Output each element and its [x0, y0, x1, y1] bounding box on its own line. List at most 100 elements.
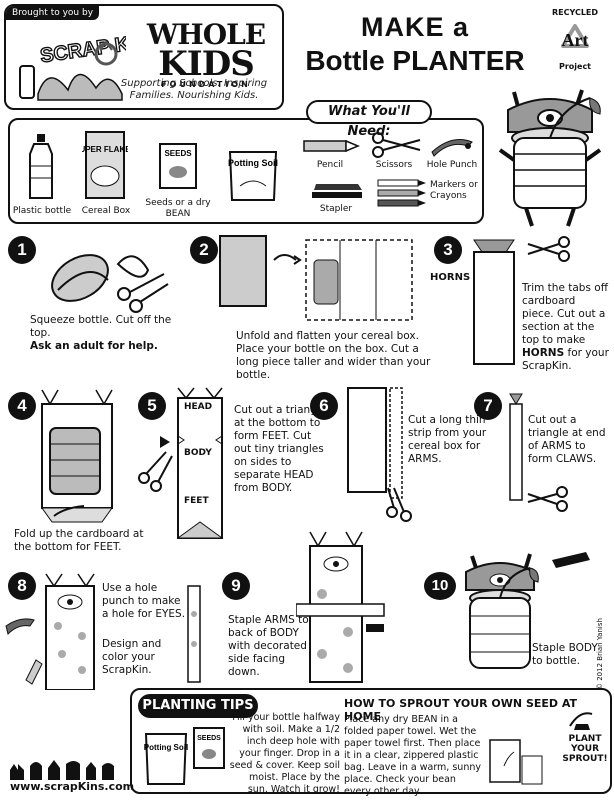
step-4-text: Fold up the cardboard at the bottom for …	[14, 528, 144, 553]
supply-label-scissors: Scissors	[375, 160, 413, 170]
title-line-1: MAKE a	[360, 12, 469, 42]
step-2-illustration	[219, 235, 413, 321]
tips-seeds-text: SEEDS	[197, 735, 221, 742]
step-2-number: 2	[190, 236, 218, 264]
step-10-illustration	[465, 552, 590, 669]
page-title: MAKE a Bottle PLANTER	[300, 10, 530, 78]
sprout-text: Place any dry BEAN in a folded paper tow…	[344, 714, 481, 797]
plant-word-1: PLANT	[568, 734, 602, 744]
step-10-text: Staple BODY to bottle.	[532, 642, 598, 667]
supply-label-seeds: Seeds or a dry BEAN	[145, 198, 211, 219]
pencil-icon	[303, 139, 360, 153]
step-8-number: 8	[8, 572, 36, 600]
wk-word-whole: WHOLE	[146, 18, 266, 51]
monster-planter-illustration-top	[498, 89, 602, 227]
cereal-name: SUPER FLAKES	[82, 145, 128, 154]
step-1-warning: Ask an adult for help.	[30, 340, 158, 352]
step-5-illustration	[176, 387, 224, 539]
wk-word-foundation: FOUNDATION	[161, 80, 251, 89]
copyright-notice: © 2012 Brian Yanish	[596, 560, 608, 690]
step-3-horns-word: HORNS	[522, 347, 565, 359]
step-5-text: Cut out a triangle at the bottom to form…	[234, 404, 327, 494]
step-5-number: 5	[138, 392, 166, 420]
supply-label-bottle: Plastic bottle	[12, 206, 72, 216]
step-5-scissors-icon	[138, 436, 173, 492]
step-3-horns-label: HORNS	[430, 272, 471, 283]
markers-icon	[377, 179, 426, 207]
step-3-number: 3	[434, 236, 462, 264]
recycled-label: RECYCLED	[551, 8, 599, 17]
step-1-body: Squeeze bottle. Cut off the top.	[30, 314, 172, 339]
whole-kids-logo: WHOLE KIDS FOUNDATION	[136, 18, 276, 90]
step-3-illustration	[473, 239, 515, 365]
planting-tips-title: PLANTING TIPS	[138, 694, 258, 718]
brought-by-label: Brought to you by	[6, 6, 100, 20]
step-5-body-label: BODY	[184, 448, 212, 458]
plant-word-2: YOUR	[570, 744, 600, 754]
step-10-number: 10	[424, 572, 456, 600]
seeds-packet-icon: SEEDS	[159, 143, 197, 189]
potting-soil-icon: Potting Soil	[228, 151, 278, 201]
plant-your-sprout: PLANT YOUR SPROUT!	[560, 734, 610, 764]
title-line-2: Bottle PLANTER	[305, 45, 525, 76]
cereal-box-icon: SUPER FLAKES	[82, 131, 128, 199]
sprout-plant-icon	[569, 712, 593, 730]
step-7-illustration	[509, 393, 568, 512]
soil-bag-text: Potting Soil	[228, 158, 278, 168]
plastic-bottle-icon	[29, 134, 53, 199]
supply-label-hole-punch: Hole Punch	[426, 160, 478, 170]
tips-soil-seeds-illustration: Potting Soil SEEDS	[144, 727, 225, 785]
seeds-packet-label: SEEDS	[164, 149, 192, 158]
sprout-bag-illustration	[489, 739, 543, 785]
step-4-number: 4	[8, 392, 36, 420]
step-7-number: 7	[474, 392, 502, 420]
step-6-illustration	[347, 387, 412, 522]
step-7-text: Cut out a triangle at end of ARMS to for…	[528, 414, 606, 465]
step-1-illustration	[51, 254, 169, 313]
hole-punch-icon	[431, 139, 473, 157]
tips-text: Fill your bottle halfway with soil. Make…	[229, 712, 340, 795]
step-2-text: Unfold and flatten your cereal box. Plac…	[236, 330, 431, 381]
step-8-text-a: Use a hole punch to make a hole for EYES…	[102, 582, 186, 620]
step-3-body-b: for your ScrapKin.	[522, 347, 609, 372]
scrapkins-logo: SCRAP KINS	[19, 32, 126, 101]
step-9-illustration	[296, 531, 385, 683]
tips-soil-text: Potting Soil	[144, 743, 188, 752]
step-6-text: Cut a long thin strip from your cereal b…	[408, 414, 487, 465]
supply-label-cereal: Cereal Box	[81, 206, 131, 216]
stapler-icon	[312, 184, 362, 198]
step-9-number: 9	[222, 572, 250, 600]
step-9-text: Staple ARMS to back of BODY with decorat…	[228, 614, 309, 678]
supply-label-pencil: Pencil	[316, 160, 344, 170]
recycle-icon	[561, 24, 589, 48]
project-label: Project	[558, 62, 592, 71]
step-8-arm-strip	[187, 585, 201, 683]
supply-label-markers: Markers or Crayons	[430, 180, 478, 201]
supplies-panel: Plastic bottle SUPER FLAKES Cereal Box S…	[8, 118, 484, 224]
step-1-text: Squeeze bottle. Cut off the top. Ask an …	[30, 314, 180, 353]
sprout-title: HOW TO SPROUT YOUR OWN SEED AT HOME	[344, 697, 578, 723]
step-4-illustration	[41, 389, 113, 523]
website-link[interactable]: www.scrapKins.com	[10, 780, 135, 793]
step-1-number: 1	[8, 236, 36, 264]
scrapkins-characters-silhouette	[10, 760, 114, 780]
scissors-icon	[372, 132, 421, 158]
what-youll-need-heading: What You'll Need:	[306, 100, 432, 139]
step-8-text-b: Design and color your ScrapKin.	[102, 638, 162, 676]
sponsor-panel: Brought to you by SCRAP KINS WHOLE KIDS …	[4, 4, 284, 110]
plant-word-3: SPROUT!	[562, 754, 608, 764]
step-6-number: 6	[310, 392, 338, 420]
step-3-body-a: Trim the tabs off cardboard piece. Cut o…	[522, 282, 608, 346]
tagline: Supporting Schools. Inspiring Families. …	[120, 78, 268, 101]
step-3-text: Trim the tabs off cardboard piece. Cut o…	[522, 282, 610, 373]
supply-label-stapler: Stapler	[319, 204, 353, 214]
copyright-text: © 2012 Brian Yanish	[596, 618, 604, 690]
step-8-illustration	[5, 573, 95, 690]
planting-tips-panel	[130, 688, 612, 794]
art-label: Art	[561, 30, 589, 50]
step-5-head-label: HEAD	[184, 402, 213, 412]
step-3-scissors-icon	[527, 236, 570, 262]
recycled-art-badge: RECYCLED Art Project	[540, 8, 610, 78]
step-5-feet-label: FEET	[184, 496, 209, 506]
wk-word-kids: KIDS	[158, 44, 255, 84]
